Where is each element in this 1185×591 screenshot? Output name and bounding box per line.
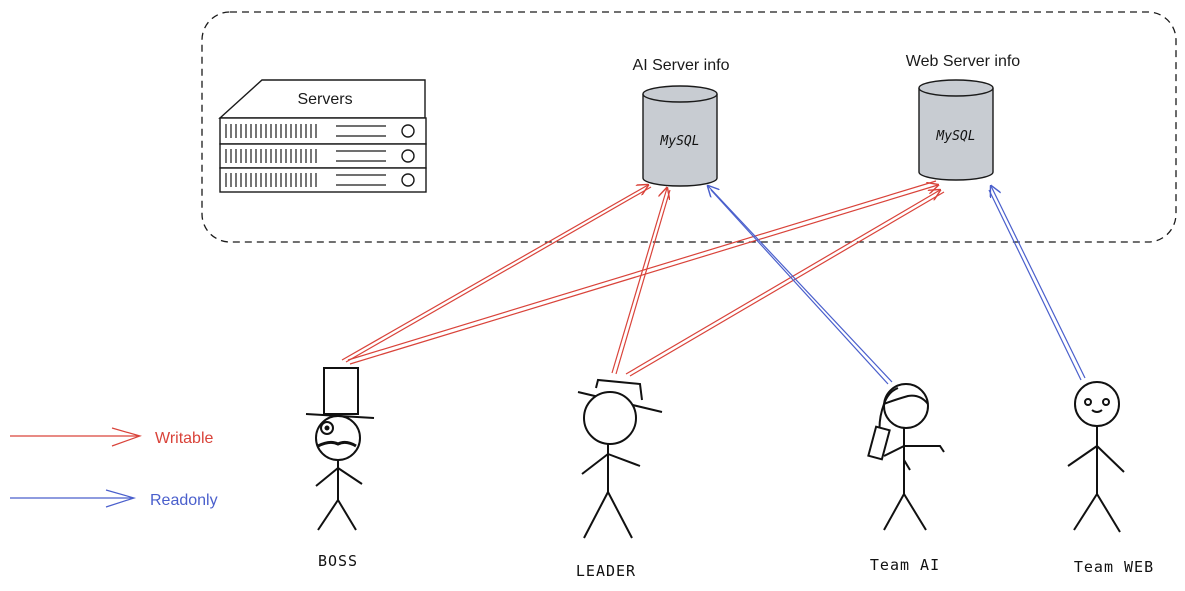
ai-database-cylinder bbox=[642, 85, 718, 187]
arrow-teamweb-to-web bbox=[991, 186, 1086, 379]
arrow-boss-to-ai bbox=[341, 185, 648, 361]
arrow-leader-to-web bbox=[625, 190, 940, 375]
legend-readonly-arrow bbox=[10, 489, 137, 508]
team-web-figure bbox=[1067, 381, 1125, 533]
server-group-boundary bbox=[201, 11, 1177, 243]
ai-database-engine: MySQL bbox=[659, 134, 699, 149]
arrow-boss-to-web bbox=[349, 185, 938, 365]
arrow-leader-to-ai bbox=[611, 188, 667, 374]
leader-label: LEADER bbox=[576, 562, 636, 580]
legend-readonly-label: Readonly bbox=[150, 492, 218, 509]
boss-figure bbox=[305, 367, 375, 531]
web-database-cylinder bbox=[918, 79, 994, 181]
team-web-label: Team WEB bbox=[1074, 558, 1154, 576]
arrow-teamai-to-ai bbox=[708, 186, 893, 383]
server-rack-icon bbox=[218, 79, 427, 193]
leader-figure bbox=[577, 378, 663, 539]
readonly-arrows bbox=[708, 186, 1086, 385]
legend-writable-arrow bbox=[10, 427, 142, 447]
boss-label: BOSS bbox=[318, 552, 358, 570]
web-database-title: Web Server info bbox=[906, 53, 1021, 70]
legend: Writable Readonly bbox=[10, 427, 218, 509]
server-group-label: Servers bbox=[297, 91, 352, 108]
team-ai-figure bbox=[867, 383, 945, 531]
web-database-engine: MySQL bbox=[935, 129, 975, 144]
ai-database-title: AI Server info bbox=[633, 57, 730, 74]
legend-writable-label: Writable bbox=[155, 430, 213, 447]
writable-arrows bbox=[341, 180, 945, 377]
team-ai-label: Team AI bbox=[870, 556, 940, 574]
